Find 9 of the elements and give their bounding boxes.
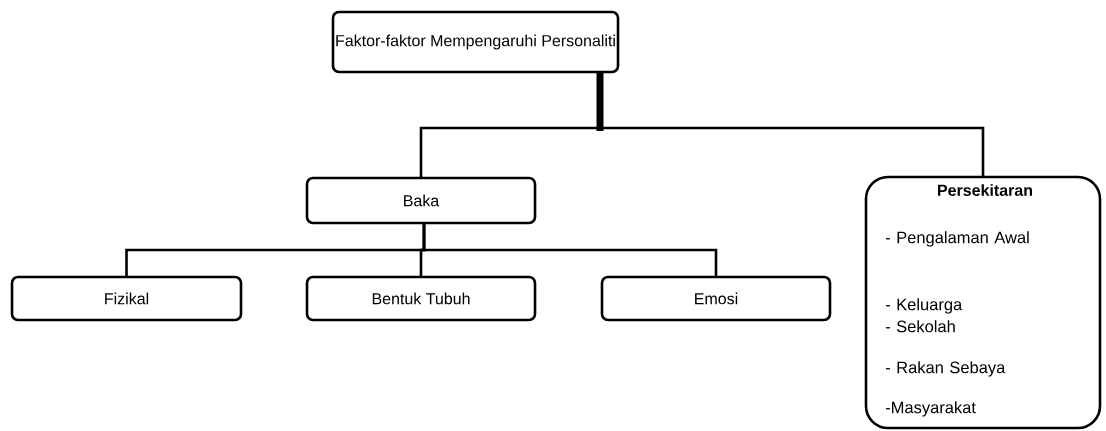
text-box: Bentuk Tubuh bbox=[305, 275, 537, 322]
connector-line bbox=[422, 223, 718, 277]
connector-line bbox=[598, 72, 985, 177]
text-box: Emosi bbox=[600, 275, 832, 322]
text-box: Faktor-faktor Mempengaruhi Personaliti bbox=[331, 10, 620, 74]
text-box: Fizikal bbox=[10, 275, 243, 322]
connector-line bbox=[419, 72, 604, 178]
list-box: Persekitaran - Pengalaman Awal - Keluarga - Sekolah - Rakan Sebaya -Masyarakat bbox=[864, 175, 1102, 430]
text-box: Baka bbox=[305, 176, 537, 225]
